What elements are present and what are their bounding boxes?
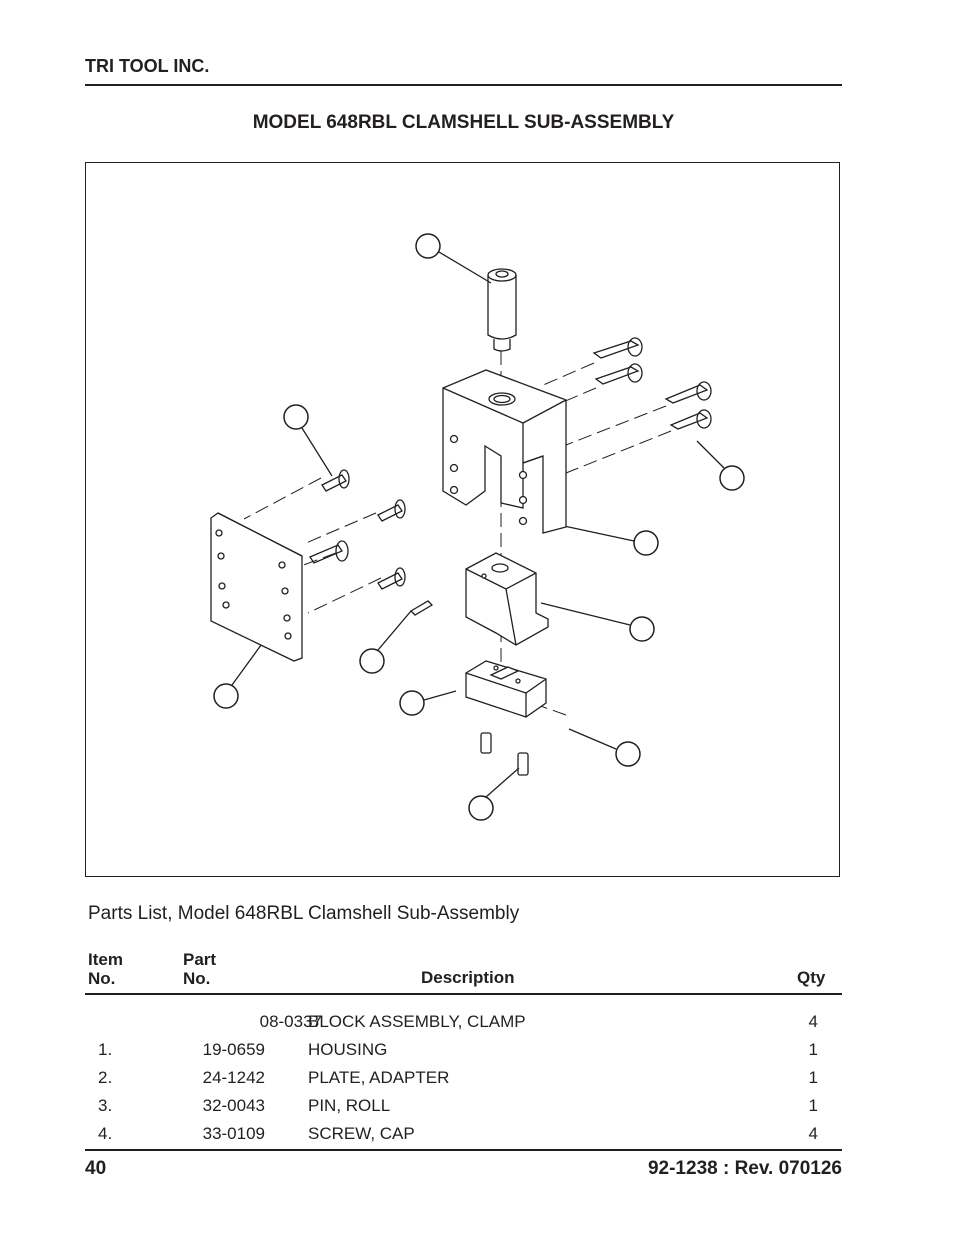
- item-no: 1.: [98, 1040, 113, 1059]
- part-no: 24-1242: [202, 1068, 265, 1087]
- roll-pin: [409, 600, 434, 616]
- part-header-line1: Part: [183, 950, 217, 969]
- part-no: 33-0109: [202, 1124, 265, 1143]
- document-number: 92-1238 : Rev. 070126: [647, 1158, 842, 1179]
- page-title: MODEL 648RBL CLAMSHELL SUB-ASSEMBLY: [252, 112, 675, 133]
- qty: 1: [808, 1096, 818, 1115]
- set-screws: [480, 732, 529, 776]
- exploded-view-figure: [85, 162, 840, 877]
- column-header-item: Item No.: [88, 950, 123, 988]
- cap-screws: [592, 337, 712, 430]
- description: PIN, ROLL: [308, 1096, 391, 1115]
- column-header-description: Description: [421, 968, 515, 987]
- clamp-block: [465, 552, 549, 646]
- header-rule: [85, 84, 842, 86]
- description: SCREW, CAP: [308, 1124, 415, 1143]
- qty: 1: [808, 1040, 818, 1059]
- item-header-line2: No.: [88, 969, 116, 988]
- table-row: 4. 33-0109 SCREW, CAP 4: [85, 1124, 842, 1146]
- part-no: 08-0337: [259, 1012, 322, 1031]
- item-no: 2.: [98, 1068, 113, 1087]
- description: HOUSING: [308, 1040, 388, 1059]
- table-row: 2. 24-1242 PLATE, ADAPTER 1: [85, 1068, 842, 1090]
- table-header-rule: [85, 993, 842, 995]
- part-no: 32-0043: [202, 1096, 265, 1115]
- description: BLOCK ASSEMBLY, CLAMP: [308, 1012, 526, 1031]
- qty: 1: [808, 1068, 818, 1087]
- item-header-line1: Item: [88, 950, 123, 969]
- company-name: TRI TOOL INC.: [85, 56, 210, 76]
- table-row: 3. 32-0043 PIN, ROLL 1: [85, 1096, 842, 1118]
- parts-list-caption: Parts List, Model 648RBL Clamshell Sub-A…: [88, 903, 520, 924]
- part-no: 19-0659: [202, 1040, 265, 1059]
- footer-rule: [85, 1149, 842, 1151]
- clamp-jaw: [465, 660, 547, 718]
- column-header-qty: Qty: [797, 968, 826, 987]
- adapter-plate: [210, 512, 303, 662]
- page-number: 40: [85, 1158, 107, 1179]
- plate-screws: [309, 469, 406, 590]
- callout-balloons: [213, 233, 745, 821]
- housing: [442, 369, 567, 534]
- qty: 4: [808, 1012, 818, 1031]
- socket-head-cap-screw: [487, 268, 517, 352]
- item-no: 3.: [98, 1096, 113, 1115]
- description: PLATE, ADAPTER: [308, 1068, 450, 1087]
- column-header-part: Part No.: [183, 950, 216, 988]
- item-no: 4.: [98, 1124, 113, 1143]
- table-row: 1. 19-0659 HOUSING 1: [85, 1040, 842, 1062]
- leader-lines: [231, 251, 725, 798]
- centerlines: [243, 351, 672, 716]
- qty: 4: [808, 1124, 818, 1143]
- table-row: 08-0337 BLOCK ASSEMBLY, CLAMP 4: [85, 1012, 842, 1034]
- part-header-line2: No.: [183, 969, 211, 988]
- exploded-view-drawing: [210, 233, 745, 821]
